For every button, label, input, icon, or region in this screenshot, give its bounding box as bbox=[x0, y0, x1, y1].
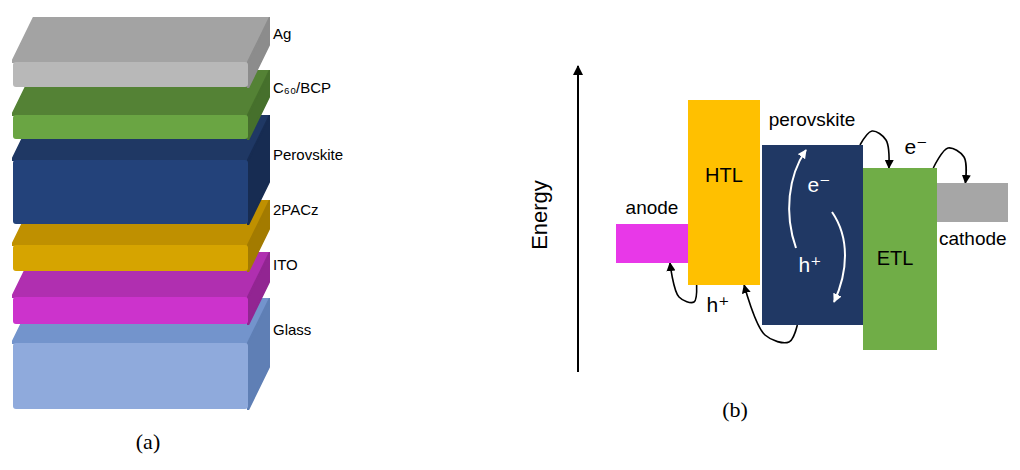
electrode-label: cathode bbox=[939, 228, 1007, 250]
slab-top-face bbox=[12, 70, 270, 115]
layer-label: ITO bbox=[273, 256, 298, 273]
layer-label: C₆₀/BCP bbox=[273, 79, 331, 96]
etl-level: ETL bbox=[863, 168, 937, 350]
carrier-label: e⁻ bbox=[905, 135, 928, 159]
layer-label: Perovskite bbox=[273, 146, 343, 163]
carrier-label: e⁻ bbox=[808, 173, 831, 197]
layer-slab bbox=[12, 17, 270, 88]
carrier-label: h⁺ bbox=[707, 293, 730, 317]
layer-label: perovskite bbox=[769, 109, 856, 131]
slab-front-face bbox=[13, 343, 248, 409]
layer-label: Ag bbox=[273, 25, 291, 42]
carrier-label: h⁺ bbox=[799, 253, 822, 277]
panel-label: (a) bbox=[136, 429, 160, 454]
slab-side-face bbox=[248, 298, 270, 410]
carrier-transfer-arrow bbox=[860, 131, 889, 168]
slab-top-face bbox=[12, 298, 270, 343]
layer-label: HTL bbox=[705, 164, 743, 187]
layer-label: ETL bbox=[877, 247, 914, 270]
htl-level: HTL bbox=[688, 100, 760, 285]
slab-top-face bbox=[12, 17, 270, 62]
slab-top-face bbox=[12, 200, 270, 245]
slab-front-face bbox=[13, 115, 248, 139]
carrier-transfer-arrow bbox=[933, 148, 966, 183]
layer-label: Glass bbox=[273, 321, 311, 338]
layer-label: 2PACz bbox=[273, 201, 319, 218]
slab-top-face bbox=[12, 115, 270, 160]
cathode-level: cathode bbox=[937, 183, 1008, 222]
slab-front-face bbox=[13, 160, 248, 224]
perovskite-level: perovskitee⁻h⁺ bbox=[762, 145, 863, 325]
axis-label: Energy bbox=[527, 180, 552, 250]
slab-top-face bbox=[12, 252, 270, 297]
electron-path bbox=[789, 150, 806, 248]
electrode-label: anode bbox=[626, 197, 679, 219]
anode-level: anode bbox=[616, 224, 688, 263]
slab-front-face bbox=[13, 62, 248, 87]
silver-layer: Ag bbox=[12, 17, 270, 88]
hole-path bbox=[832, 212, 845, 302]
panel-label: (b) bbox=[722, 397, 748, 422]
slab-front-face bbox=[13, 245, 248, 271]
slab-front-face bbox=[13, 297, 248, 324]
energy-axis bbox=[577, 66, 579, 372]
